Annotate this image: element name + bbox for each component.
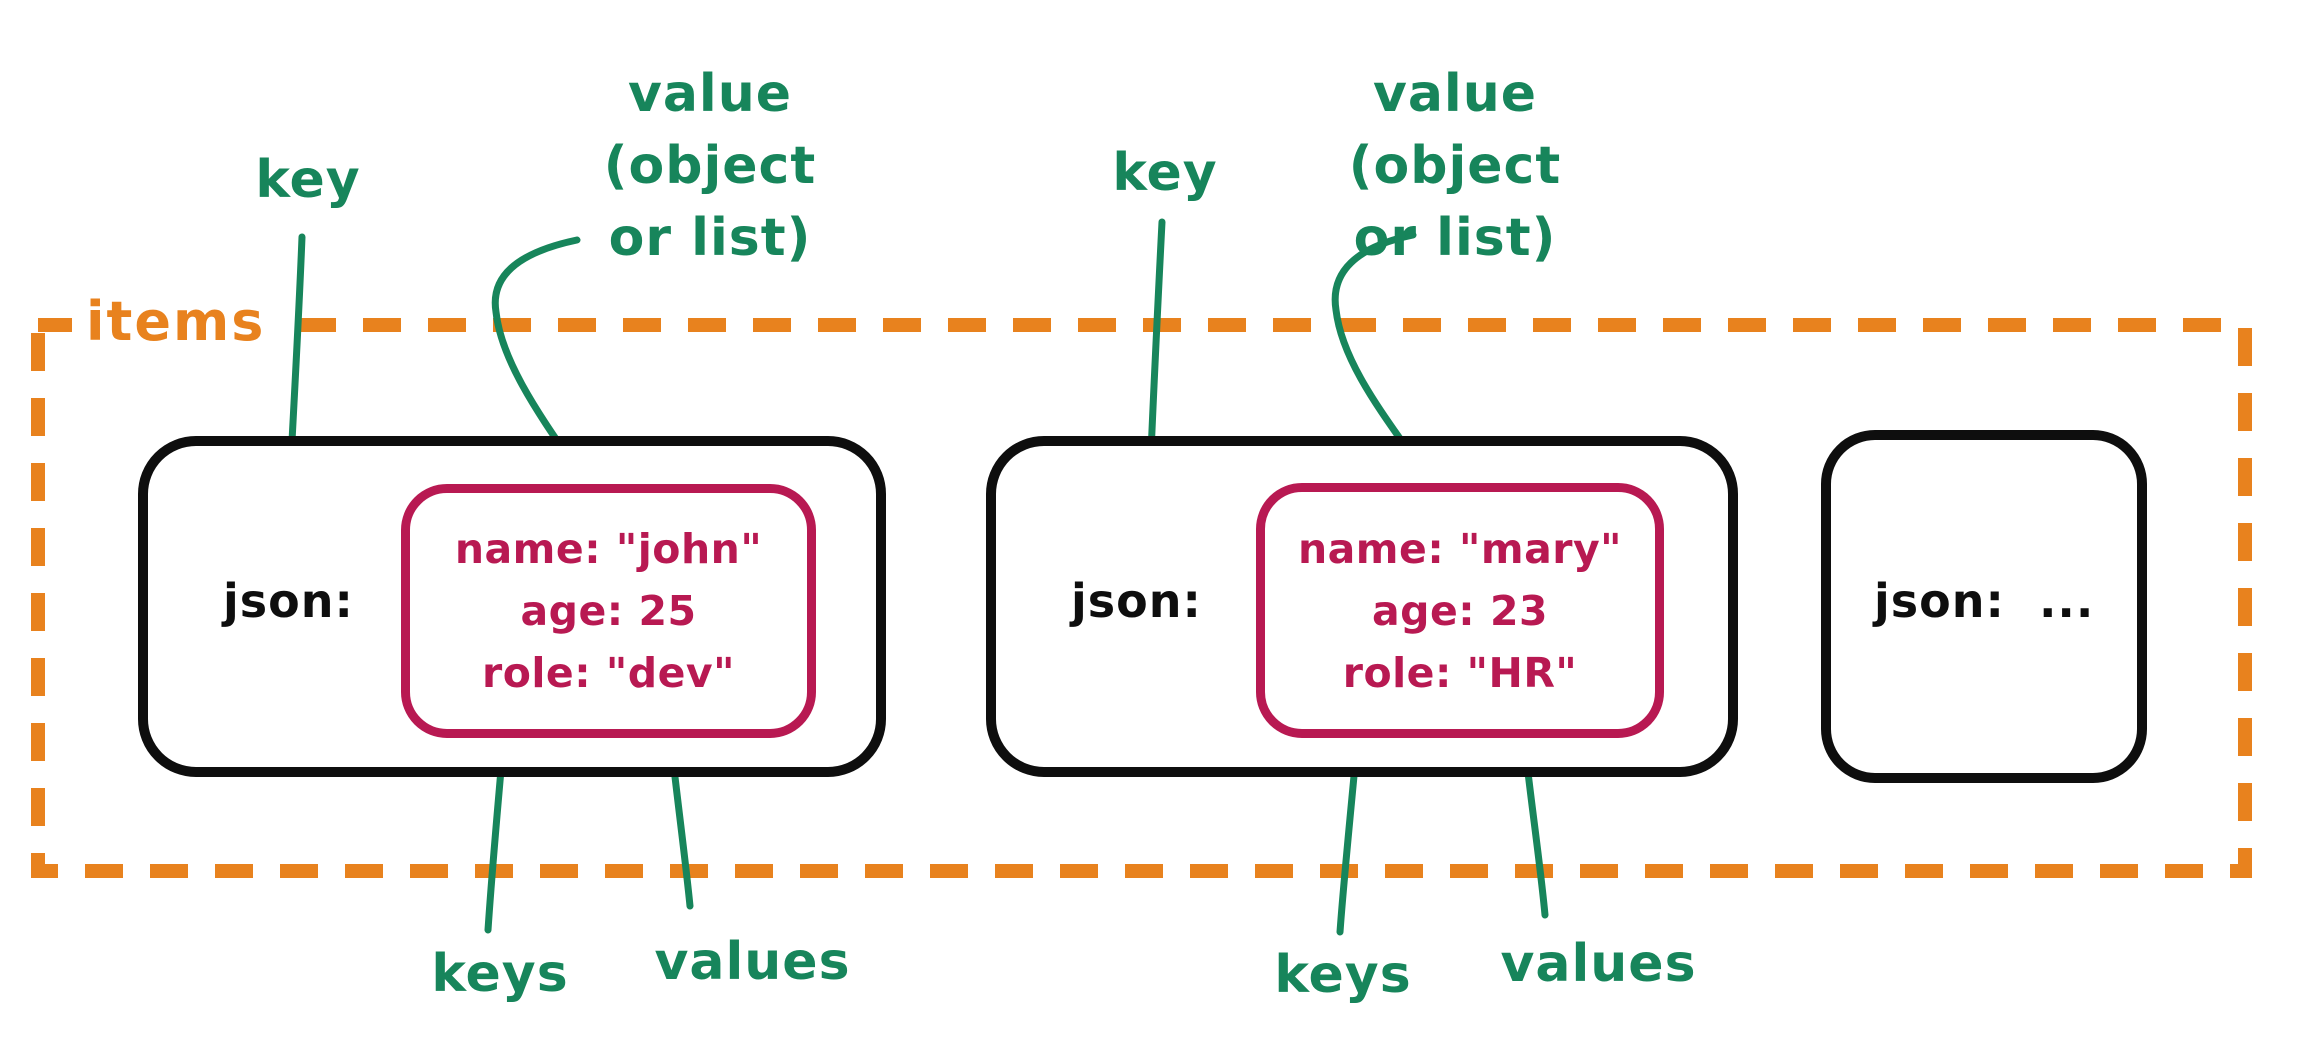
object-line-role-2: role: "HR" [1342,648,1578,697]
json-key-label-2: json: [1071,574,1202,628]
key-annotation-2: key [1112,143,1218,203]
values-annotation-1: values [654,932,851,992]
object-line-name-2: name: "mary" [1297,524,1623,573]
value-annotation-2-line: (object [1348,136,1562,196]
ellipsis-label: ... [2038,574,2095,628]
value-annotation-2-line: or list) [1353,208,1557,268]
value-annotation-1: value (object or list) [560,58,860,274]
values-annotation-2: values [1500,934,1697,994]
value-annotation-2: value (object or list) [1305,58,1605,274]
json-key-text-3: json: [1874,574,2005,628]
item-card-3: json: ... [1821,430,2147,783]
json-key-label-3: json: ... [1874,573,2094,629]
value-annotation-1-line: or list) [608,208,812,268]
key-annotation-1: key [255,150,361,210]
value-annotation-1-line: (object [603,136,817,196]
object-line-age-1: age: 25 [520,587,697,635]
items-group-dashed-border [31,318,2252,878]
keys-annotation-1: keys [431,944,569,1004]
object-line-name-1: name: "john" [454,525,763,573]
items-group-label: items [72,293,280,351]
value-annotation-1-line: value [627,64,793,124]
object-line-role-1: role: "dev" [481,649,736,697]
json-key-label-1: json: [223,574,354,628]
object-box-1: name: "john" age: 25 role: "dev" [401,484,816,738]
object-box-2: name: "mary" age: 23 role: "HR" [1256,483,1664,738]
value-annotation-2-line: value [1372,64,1538,124]
keys-annotation-2: keys [1274,945,1412,1005]
item-card-2: json: name: "mary" age: 23 role: "HR" [986,436,1738,777]
item-card-1: json: name: "john" age: 25 role: "dev" [138,436,886,777]
object-line-age-2: age: 23 [1371,586,1549,635]
